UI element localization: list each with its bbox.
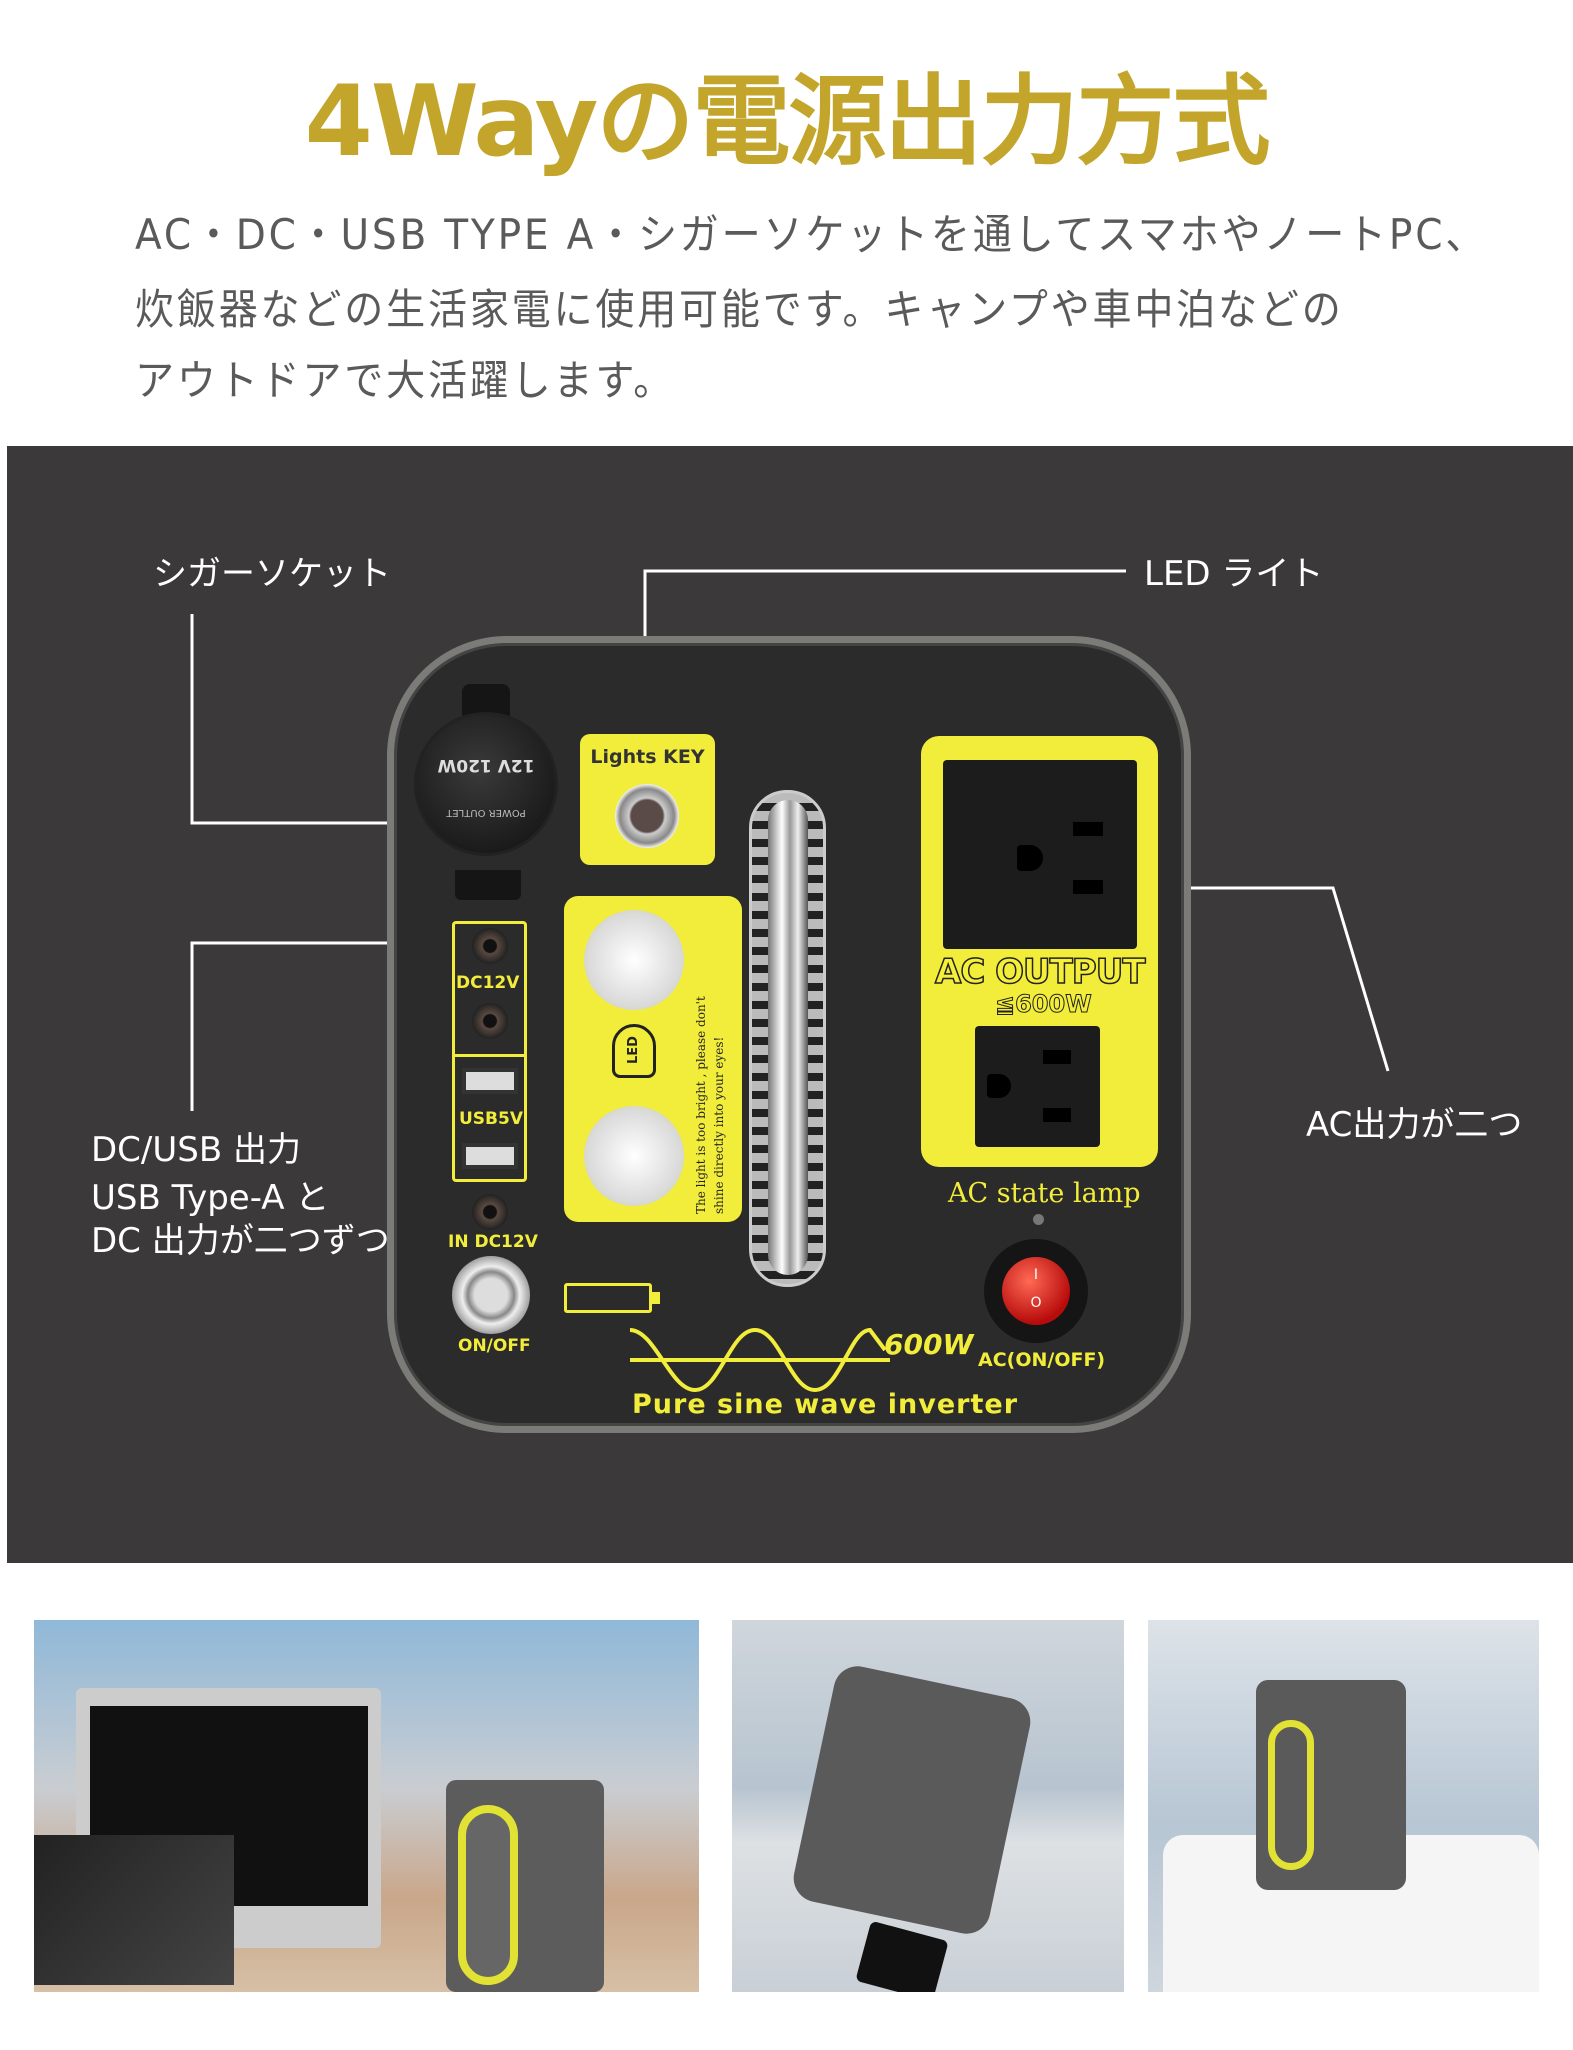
led-warning-line-2: shine directly into your eyes! xyxy=(712,1036,726,1214)
inverter-label: Pure sine wave inverter xyxy=(632,1389,1019,1420)
sine-wave-icon xyxy=(629,1327,890,1393)
yellow-trim xyxy=(458,1805,518,1985)
usb5v-label: USB5V xyxy=(459,1109,523,1129)
callout-dcusb-line2: USB Type-A と xyxy=(91,1178,330,1218)
ac-switch-on-mark: I xyxy=(1033,1267,1039,1283)
callout-led-light: LED ライト xyxy=(1144,554,1324,594)
power-station-image xyxy=(446,1780,604,1992)
dc12v-port-2[interactable] xyxy=(472,1003,508,1039)
cigar-cap-latch xyxy=(455,870,521,900)
lights-key-button[interactable] xyxy=(615,784,679,848)
power-button[interactable] xyxy=(452,1256,530,1334)
battery-indicator-icon xyxy=(564,1283,652,1313)
carry-handle[interactable] xyxy=(768,800,808,1275)
drone-image xyxy=(34,1835,234,1985)
output-divider xyxy=(452,1054,527,1057)
lights-key-label: Lights KEY xyxy=(590,746,705,768)
led-warning-line-1: The light is too bright , please don't xyxy=(694,996,708,1214)
cigar-ring-label: POWER OUTLET xyxy=(446,807,526,818)
ac-outlet-1[interactable] xyxy=(943,760,1137,949)
callout-cigar-socket: シガーソケット xyxy=(153,554,391,594)
ac-switch-off-mark: O xyxy=(1030,1295,1042,1311)
ac-switch-rocker: I O xyxy=(1002,1257,1070,1325)
lights-key-plate: Lights KEY xyxy=(580,734,715,865)
wave-watt-label: 600W xyxy=(884,1328,974,1361)
outlet-slot xyxy=(1073,822,1103,836)
callout-dcusb-line3: DC 出力が二つずつ xyxy=(91,1221,390,1261)
photo-phone-charging xyxy=(732,1620,1124,1992)
outlet-slot xyxy=(1043,1050,1071,1064)
photo-laptop-drone xyxy=(34,1620,699,1992)
power-station-image xyxy=(1256,1680,1406,1890)
led-badge: LED xyxy=(626,1036,641,1064)
phone-image xyxy=(855,1920,949,1992)
callout-ac-output: AC出力が二つ xyxy=(1306,1105,1523,1145)
page-title: 4Wayの電源出力方式 xyxy=(304,65,1271,179)
led-lamp-top xyxy=(584,910,684,1010)
output-label: OUTPUT xyxy=(561,997,587,1098)
led-bulb-icon: LED xyxy=(612,1024,656,1078)
yellow-trim xyxy=(1268,1720,1314,1870)
description-line-3: アウトドアで大活躍します。 xyxy=(135,356,676,405)
in-dc12v-label: IN DC12V xyxy=(448,1232,538,1252)
outlet-ground xyxy=(1017,845,1043,871)
ac-rating-label: ≦600W xyxy=(995,990,1093,1019)
dc-input-port[interactable] xyxy=(472,1194,508,1230)
ac-outlet-2[interactable] xyxy=(975,1026,1100,1147)
dc12v-port-1[interactable] xyxy=(472,928,508,964)
usb-port-1[interactable] xyxy=(462,1068,518,1094)
ac-state-lamp-label: AC state lamp xyxy=(948,1178,1141,1209)
dc-usb-output-frame xyxy=(452,921,527,1182)
cigar-cap-label: 12V 120W xyxy=(437,755,535,775)
battery-terminal xyxy=(652,1292,660,1304)
cigar-socket[interactable]: 12V 120W POWER OUTLET xyxy=(414,712,558,856)
led-light-panel: LED The light is too bright , please don… xyxy=(564,896,742,1222)
ac-state-lamp xyxy=(1033,1214,1044,1225)
led-lamp-bottom xyxy=(584,1106,684,1206)
on-off-label: ON/OFF xyxy=(458,1336,531,1356)
ac-output-label: AC OUTPUT xyxy=(934,951,1146,993)
outlet-slot xyxy=(1043,1108,1071,1122)
led-warning-text: The light is too bright , please don't sh… xyxy=(692,904,732,1214)
description-line-2: 炊飯器などの生活家電に使用可能です。キャンプや車中泊などの xyxy=(135,285,1344,334)
usb-port-2[interactable] xyxy=(462,1143,518,1169)
ac-switch[interactable]: I O xyxy=(984,1239,1088,1343)
outlet-slot xyxy=(1073,880,1103,894)
outlet-ground xyxy=(987,1074,1011,1098)
ac-on-off-label: AC(ON/OFF) xyxy=(978,1349,1106,1371)
dc12v-label: DC12V xyxy=(456,973,520,993)
photo-cooler-box xyxy=(1148,1620,1539,1992)
power-station-image xyxy=(789,1661,1035,1939)
description-line-1: AC・DC・USB TYPE A・シガーソケットを通してスマホやノートPC、 xyxy=(135,210,1488,259)
callout-dcusb-title: DC/USB 出力 xyxy=(91,1130,301,1170)
